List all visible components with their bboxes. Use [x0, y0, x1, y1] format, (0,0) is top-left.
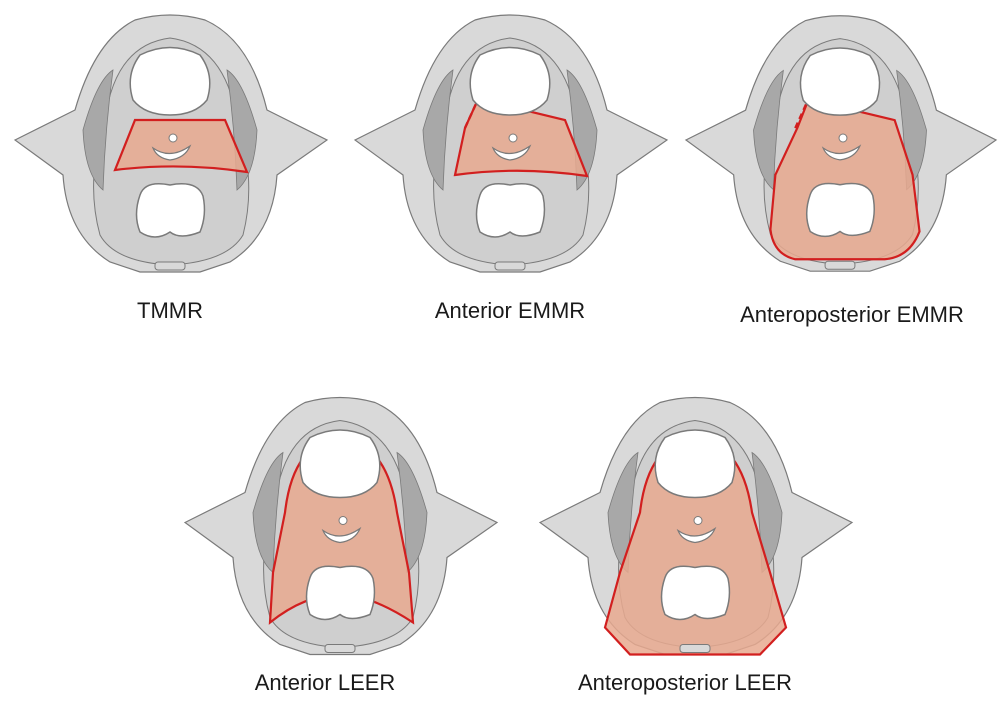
sacrum-notch [825, 261, 855, 269]
sacrum-notch [495, 262, 525, 270]
urethra-circle [169, 134, 177, 142]
rectum-cavity [477, 184, 545, 237]
pelvis-cross-section-diagram [5, 0, 335, 280]
urethra-circle [839, 134, 847, 142]
panel-anteroposterior-leer [530, 380, 860, 665]
urethra-circle [339, 517, 347, 525]
pelvis-cross-section-diagram [175, 380, 505, 665]
caption-anterior-emmr: Anterior EMMR [410, 298, 610, 324]
sacrum-notch [325, 645, 355, 653]
resection-region-highlight [115, 120, 247, 172]
sacrum-notch [155, 262, 185, 270]
pelvis-cross-section-diagram [345, 0, 675, 280]
pelvis-cross-section-diagram [530, 380, 860, 665]
caption-tmmr: TMMR [100, 298, 240, 324]
urethra-circle [509, 134, 517, 142]
panel-tmmr [5, 0, 335, 280]
rectum-cavity [307, 566, 375, 619]
sacrum-notch [680, 645, 710, 653]
bladder-cavity [800, 48, 879, 115]
caption-anterior-leer: Anterior LEER [225, 670, 425, 696]
urethra-circle [694, 517, 702, 525]
panel-anterior-leer [175, 380, 505, 665]
rectum-cavity [807, 183, 875, 236]
pelvis-cross-section-diagram [676, 0, 1004, 280]
rectum-cavity [137, 184, 205, 237]
bladder-cavity [470, 48, 550, 116]
caption-anteroposterior-emmr: Anteroposterior EMMR [712, 302, 992, 328]
caption-anteroposterior-leer: Anteroposterior LEER [540, 670, 830, 696]
panel-anteroposterior-emmr [676, 0, 1004, 280]
bladder-cavity [655, 430, 735, 498]
bladder-cavity [300, 430, 380, 498]
rectum-cavity [662, 566, 730, 619]
panel-anterior-emmr [345, 0, 675, 280]
bladder-cavity [130, 48, 210, 116]
